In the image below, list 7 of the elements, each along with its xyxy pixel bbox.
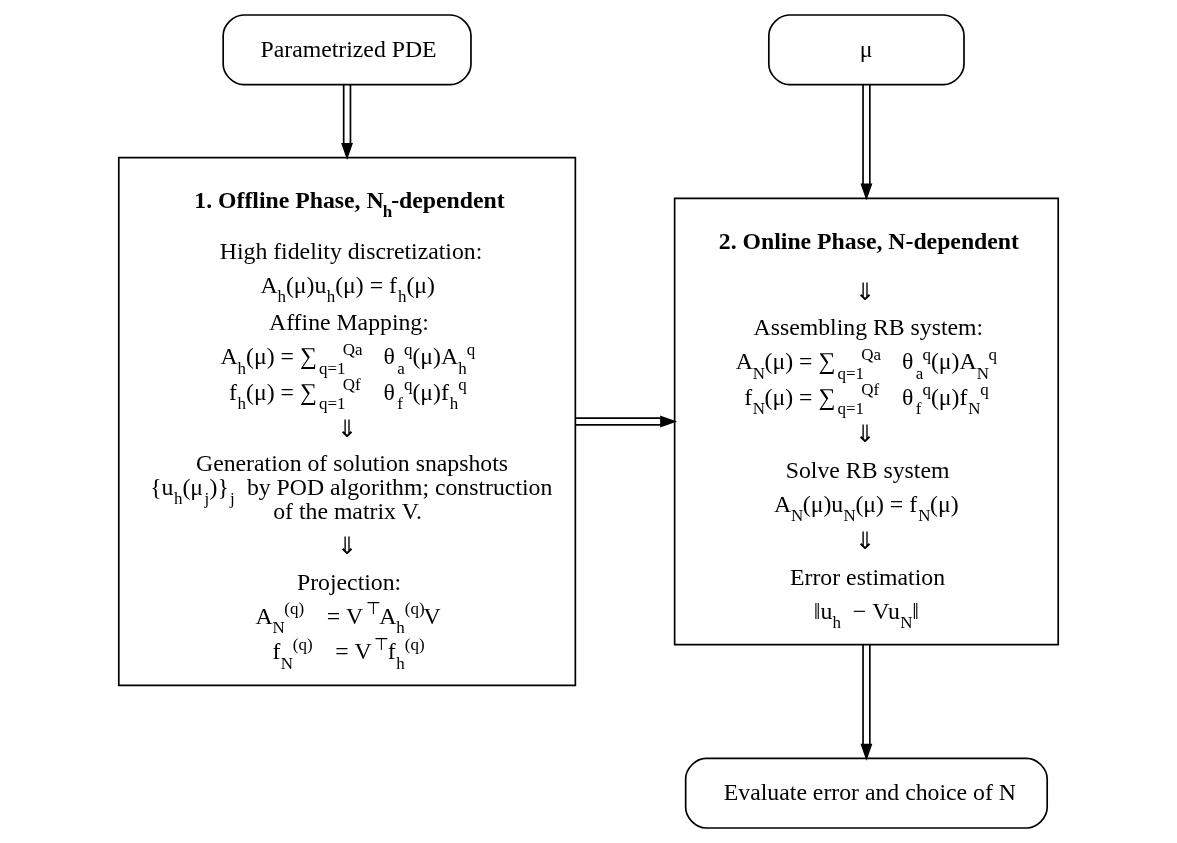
arrow bbox=[341, 84, 353, 160]
node-box: Evaluate error and choice of N bbox=[684, 757, 1049, 829]
arrow bbox=[860, 84, 873, 201]
arrow bbox=[860, 644, 873, 761]
arrow bbox=[574, 415, 678, 428]
node-box: Parametrized PDE bbox=[222, 14, 472, 86]
node-box: μ bbox=[768, 14, 965, 86]
